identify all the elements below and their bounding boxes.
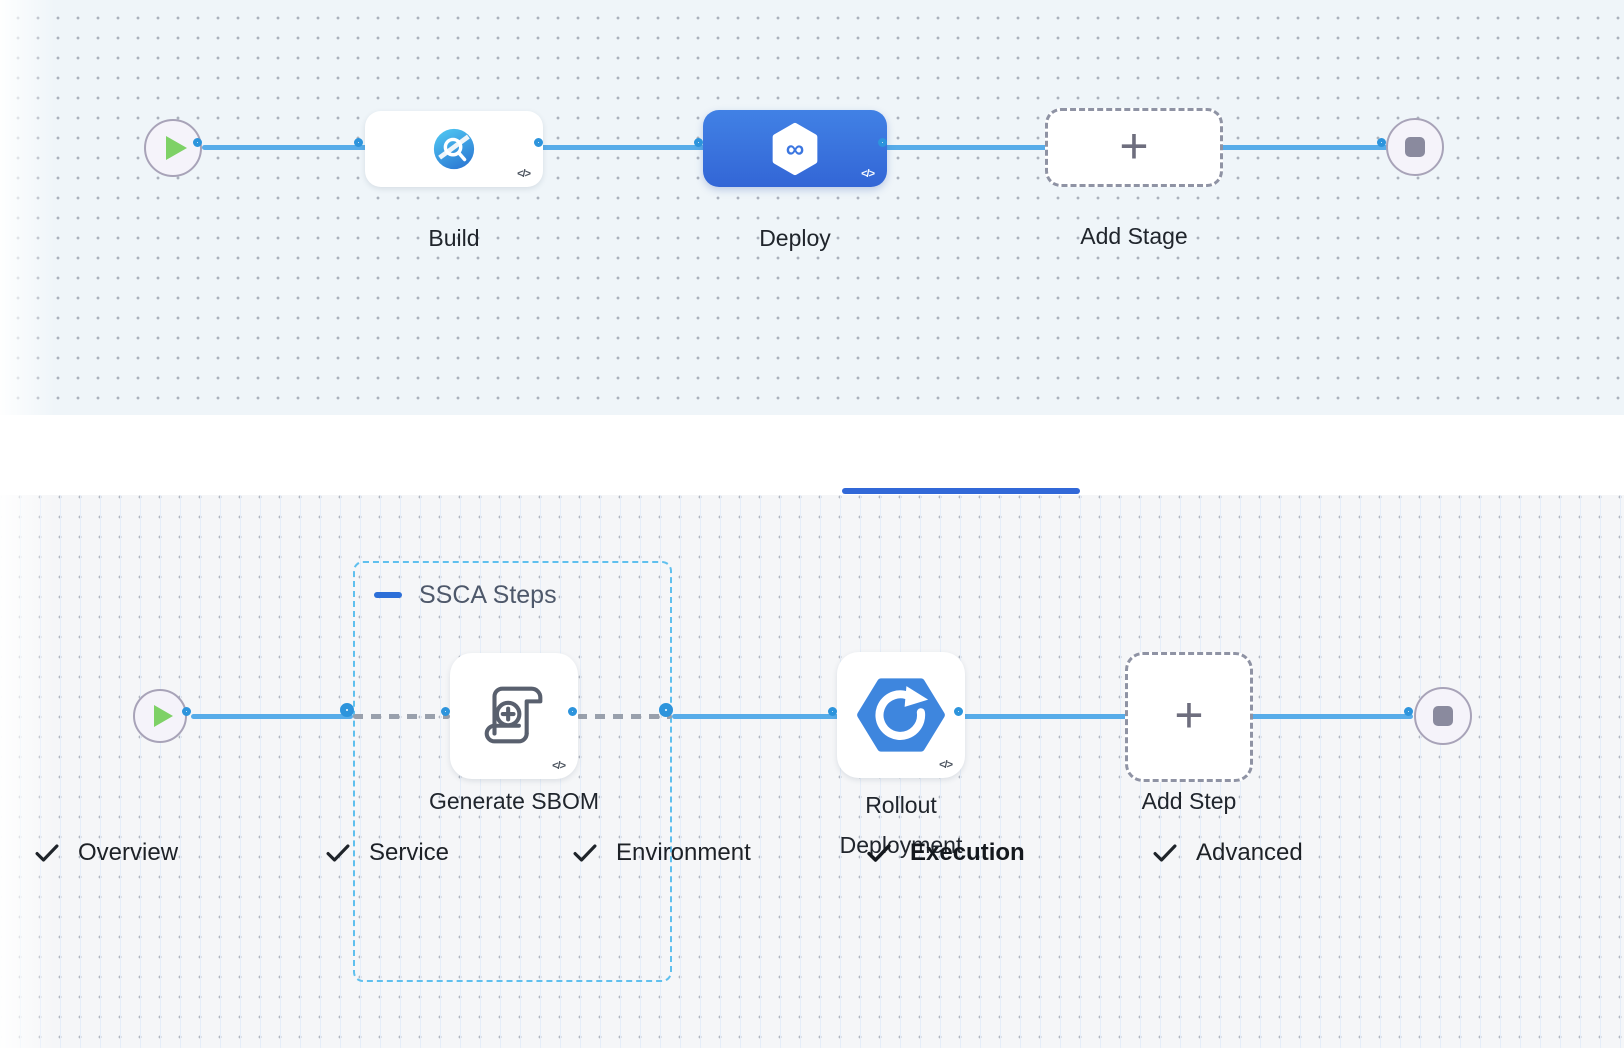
add-stage-button[interactable]: + (1045, 108, 1223, 187)
stage-label-add-stage: Add Stage (1080, 223, 1188, 249)
rollout-icon (857, 678, 945, 752)
step-connector-dashed (577, 713, 672, 719)
tab-overview[interactable]: Overview (33, 838, 178, 868)
sbom-scroll-icon (484, 686, 543, 744)
port-start-out[interactable] (193, 138, 202, 147)
stop-icon (1433, 706, 1453, 726)
step-label-generate-sbom: Generate SBOM (428, 788, 600, 814)
port-build-in[interactable] (354, 138, 363, 147)
ci-build-icon (433, 128, 475, 170)
stage-label-deploy: Deploy (759, 225, 831, 251)
tab-label: Execution (910, 839, 1025, 866)
port-exec-start-out[interactable] (182, 707, 191, 716)
port-end-in[interactable] (1377, 138, 1386, 147)
check-icon (326, 844, 350, 862)
port-sbom-out[interactable] (568, 707, 577, 716)
port-group-in[interactable] (340, 703, 354, 717)
check-icon (867, 844, 891, 862)
step-connector-dashed (353, 713, 450, 719)
step-connector-line (672, 713, 1413, 719)
code-view-icon: </> (552, 760, 566, 772)
tab-environment[interactable]: Environment (571, 838, 751, 868)
port-deploy-out[interactable] (878, 138, 887, 147)
step-group-label: SSCA Steps (419, 581, 557, 609)
stage-node-deploy[interactable]: ∞ </> (703, 110, 887, 187)
collapse-group-icon[interactable] (374, 592, 402, 598)
svg-text:∞: ∞ (786, 133, 805, 163)
tab-execution[interactable]: Execution (865, 838, 1025, 868)
step-connector-line (191, 713, 353, 719)
execution-start-node (133, 689, 187, 743)
step-label-add-step: Add Step (1141, 788, 1237, 814)
check-icon (1153, 844, 1177, 862)
port-deploy-in[interactable] (694, 138, 703, 147)
play-icon (154, 705, 173, 727)
tab-label: Overview (78, 839, 179, 866)
port-rollout-in[interactable] (828, 707, 837, 716)
code-view-icon: </> (861, 168, 875, 180)
tab-label: Advanced (1196, 839, 1303, 866)
step-label-rollout-deployment: Rollout Deployment (839, 792, 963, 858)
port-rollout-out[interactable] (954, 707, 963, 716)
stage-config-tabbar: Overview Service Environment Execution A… (0, 415, 1624, 866)
step-node-rollout-deployment[interactable]: </> (837, 652, 965, 778)
port-sbom-in[interactable] (441, 707, 450, 716)
stop-icon (1405, 137, 1425, 157)
step-node-generate-sbom[interactable]: </> (450, 653, 578, 779)
tab-label: Service (369, 839, 450, 866)
tab-advanced[interactable]: Advanced (1151, 838, 1303, 868)
port-build-out[interactable] (534, 138, 543, 147)
execution-steps-canvas[interactable]: SSCA Steps </> Generate SBOM </> Rollout… (0, 495, 1624, 1048)
pipeline-end-node (1386, 118, 1444, 176)
tab-label: Environment (616, 839, 751, 866)
code-view-icon: </> (939, 759, 953, 771)
stage-node-build[interactable]: </> (365, 111, 543, 187)
tab-service[interactable]: Service (324, 838, 449, 868)
cd-deploy-icon: ∞ (772, 122, 818, 175)
add-step-button[interactable]: + (1125, 652, 1253, 782)
plus-icon: + (1119, 117, 1149, 174)
step-group-ssca[interactable] (353, 561, 672, 982)
plus-icon: + (1174, 687, 1204, 743)
check-icon (573, 844, 597, 862)
play-icon (166, 136, 187, 160)
port-group-out[interactable] (659, 703, 673, 717)
execution-end-node (1414, 687, 1472, 745)
code-view-icon: </> (517, 168, 531, 180)
stage-pipeline-canvas[interactable]: </> Build ∞ </> Deploy + Add Stage (0, 0, 1624, 415)
pipeline-start-node (144, 119, 202, 177)
active-tab-underline (842, 488, 1080, 494)
stage-label-build: Build (428, 225, 480, 251)
port-exec-end-in[interactable] (1404, 707, 1413, 716)
check-icon (35, 844, 59, 862)
